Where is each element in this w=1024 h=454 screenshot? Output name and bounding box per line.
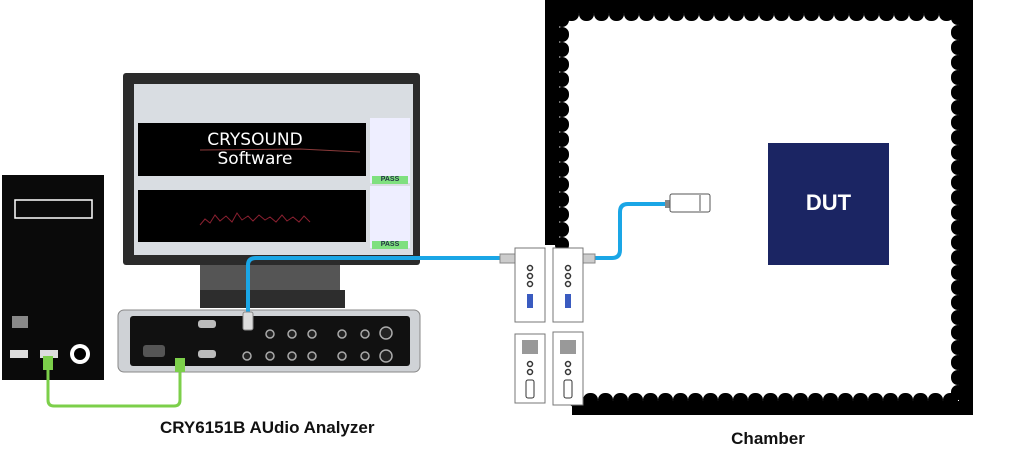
pass-badge-bottom: PASS <box>372 241 408 249</box>
pass-badge-top: PASS <box>372 176 408 184</box>
signal-cable <box>595 202 665 260</box>
usb-plug <box>43 356 53 370</box>
drive-slot <box>14 199 93 219</box>
usb-plug <box>175 358 185 372</box>
plot-bottom <box>138 190 366 242</box>
signal-cable <box>246 256 505 322</box>
software-brand: CRYSOUND <box>207 130 303 150</box>
software-subtitle: Software <box>217 149 293 169</box>
monitor <box>123 73 420 308</box>
connector-plug <box>242 311 254 331</box>
usb-port <box>40 350 58 358</box>
usb-cable <box>46 360 182 408</box>
microphone <box>665 193 711 213</box>
feedthrough-panels <box>514 247 584 406</box>
analyzer-caption: CRY6151B AUdio Analyzer <box>160 418 375 437</box>
dut-box <box>768 143 889 265</box>
dut-label: DUT <box>805 190 852 215</box>
chamber-caption: Chamber <box>731 429 805 448</box>
chamber-wall <box>545 0 973 415</box>
pc-tower <box>2 175 104 380</box>
usb-port <box>10 350 28 358</box>
audio-analyzer <box>117 309 421 373</box>
ethernet-port <box>12 316 28 328</box>
